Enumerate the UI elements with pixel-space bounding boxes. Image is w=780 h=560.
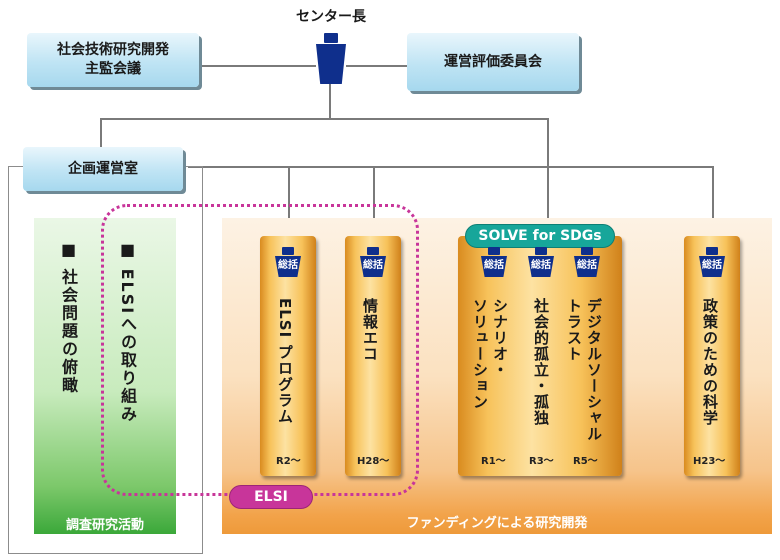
research-item-elsi: ■ ELSIへの取り組み (118, 240, 137, 424)
council-line1: 社会技術研究開発 (57, 42, 169, 59)
line-to-planning (100, 118, 102, 150)
program-year-isolation: R3～ (529, 456, 554, 467)
line-head-down (329, 84, 331, 120)
elsi-tag: ELSI (229, 485, 313, 509)
line-drop-joho (373, 166, 375, 236)
evaluation-label: 運営評価委員会 (444, 53, 542, 70)
evaluation-box: 運営評価委員会 (407, 33, 579, 91)
line-main-horizontal (101, 118, 548, 120)
program-year-scenario: R1～ (481, 456, 506, 467)
elsi-dotted-group (101, 204, 419, 496)
research-item-overview: ■ 社会問題の俯瞰 (59, 240, 78, 395)
program-year-digital-trust: R5～ (573, 456, 598, 467)
program-title-isolation: 社会的孤立・孤独 (532, 298, 550, 426)
research-footer: 調査研究活動 (65, 518, 144, 533)
program-year-joho: H28～ (357, 456, 390, 467)
program-title-elsi: ELSI プログラム (276, 298, 294, 425)
planning-box: 企画運営室 (23, 147, 183, 191)
program-title-scenario: シナリオ・ ソリューション (471, 298, 509, 410)
badge-isolation-icon: 総括 (528, 247, 554, 277)
program-title-digital-trust: デジタルソーシャル トラスト (565, 298, 603, 442)
program-title-policy: 政策のための科学 (701, 298, 719, 426)
badge-scenario-icon: 総括 (481, 247, 507, 277)
center-head-icon (316, 33, 346, 84)
program-year-policy: H23～ (693, 456, 726, 467)
badge-policy-icon: 総括 (699, 247, 725, 277)
program-year-elsi: R2～ (276, 456, 301, 467)
center-head-label: センター長 (296, 9, 366, 25)
badge-elsi-icon: 総括 (275, 247, 301, 277)
badge-joho-icon: 総括 (360, 247, 386, 277)
line-funding-bus (188, 166, 713, 168)
badge-digital-trust-icon: 総括 (574, 247, 600, 277)
council-box: 社会技術研究開発 主監会議 (27, 33, 199, 87)
line-drop-policy (712, 166, 714, 236)
line-head-right (346, 65, 408, 67)
program-title-joho: 情報エコ (361, 298, 379, 362)
line-drop-solve (547, 166, 549, 228)
funding-footer: ファンディングによる研究開発 (406, 516, 588, 531)
line-head-left (198, 65, 316, 67)
council-line2: 主監会議 (85, 61, 141, 77)
line-to-funding-bus (547, 118, 549, 168)
line-drop-elsi (288, 166, 290, 236)
planning-label: 企画運営室 (68, 160, 138, 177)
solve-label: SOLVE for SDGs (465, 224, 615, 248)
